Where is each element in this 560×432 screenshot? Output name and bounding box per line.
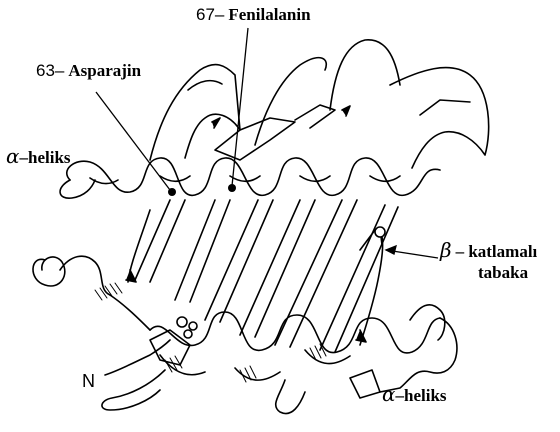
strand-5 — [275, 200, 357, 347]
lower-sidechain-a — [177, 317, 187, 327]
label-beta-sheet: β – katlamalı — [440, 240, 537, 261]
alpha-text-bottom: –heliks — [396, 386, 447, 405]
alpha-symbol-bottom: α — [382, 382, 396, 406]
top-right-loop — [390, 68, 489, 168]
bottom-right-arrow-box — [350, 370, 380, 398]
bottom-right-helix — [410, 305, 445, 340]
strand-arrowhead-1 — [212, 118, 220, 128]
label-beta-sheet-line2: tabaka — [478, 264, 528, 281]
left-coil-stripes — [95, 283, 122, 300]
leader-phenylalanine — [232, 28, 248, 186]
helix-top — [67, 158, 440, 195]
beta-edge-knob — [375, 227, 385, 237]
beta-text: – katlamalı — [456, 242, 538, 261]
alpha-text-top: –heliks — [20, 148, 71, 167]
strand-arrowhead-3 — [126, 270, 136, 282]
top-strand-c — [295, 105, 335, 128]
lower-sidechain-b — [189, 322, 197, 330]
top-loop-left — [150, 65, 240, 160]
top-loop-left-inner — [188, 81, 222, 90]
label-n-terminus: N — [82, 372, 95, 390]
strand-arrowhead-2 — [342, 106, 350, 116]
strand-3 — [205, 200, 273, 322]
left-lower-loop — [110, 295, 150, 330]
phenylalanine-number: 67– — [196, 5, 224, 24]
top-arch — [330, 40, 400, 110]
label-alpha-helix-bottom: α–heliks — [382, 384, 447, 405]
label-phenylalanine: 67– Fenilalanin — [196, 6, 311, 24]
top-strand-a — [215, 118, 295, 160]
lower-sidechain-c — [184, 330, 192, 338]
bottom-right-tail — [380, 318, 457, 392]
beta-symbol: β — [440, 238, 452, 262]
bottom-loop-left — [102, 370, 165, 410]
left-coil-ball — [33, 257, 65, 286]
label-asparagine: 63– Asparajin — [36, 62, 141, 80]
asparagine-number: 63– — [36, 61, 64, 80]
label-alpha-helix-top: α–heliks — [6, 146, 71, 167]
top-right-inner — [420, 100, 470, 115]
alpha-symbol-top: α — [6, 144, 20, 168]
helix-bottom — [150, 312, 440, 353]
bottom-loop-mid — [276, 380, 305, 414]
n-terminus-chain — [105, 340, 170, 375]
asparagine-name: Asparajin — [68, 61, 141, 80]
leader-beta-arrowhead — [386, 246, 396, 254]
phenylalanine-name: Fenilalanin — [228, 5, 310, 24]
left-coil-2 — [60, 256, 110, 295]
strand-1 — [135, 200, 185, 282]
helix-top-left-tail — [60, 180, 95, 198]
strand-2 — [175, 200, 230, 302]
top-strand-b — [255, 58, 326, 145]
strand-6 — [320, 205, 398, 352]
